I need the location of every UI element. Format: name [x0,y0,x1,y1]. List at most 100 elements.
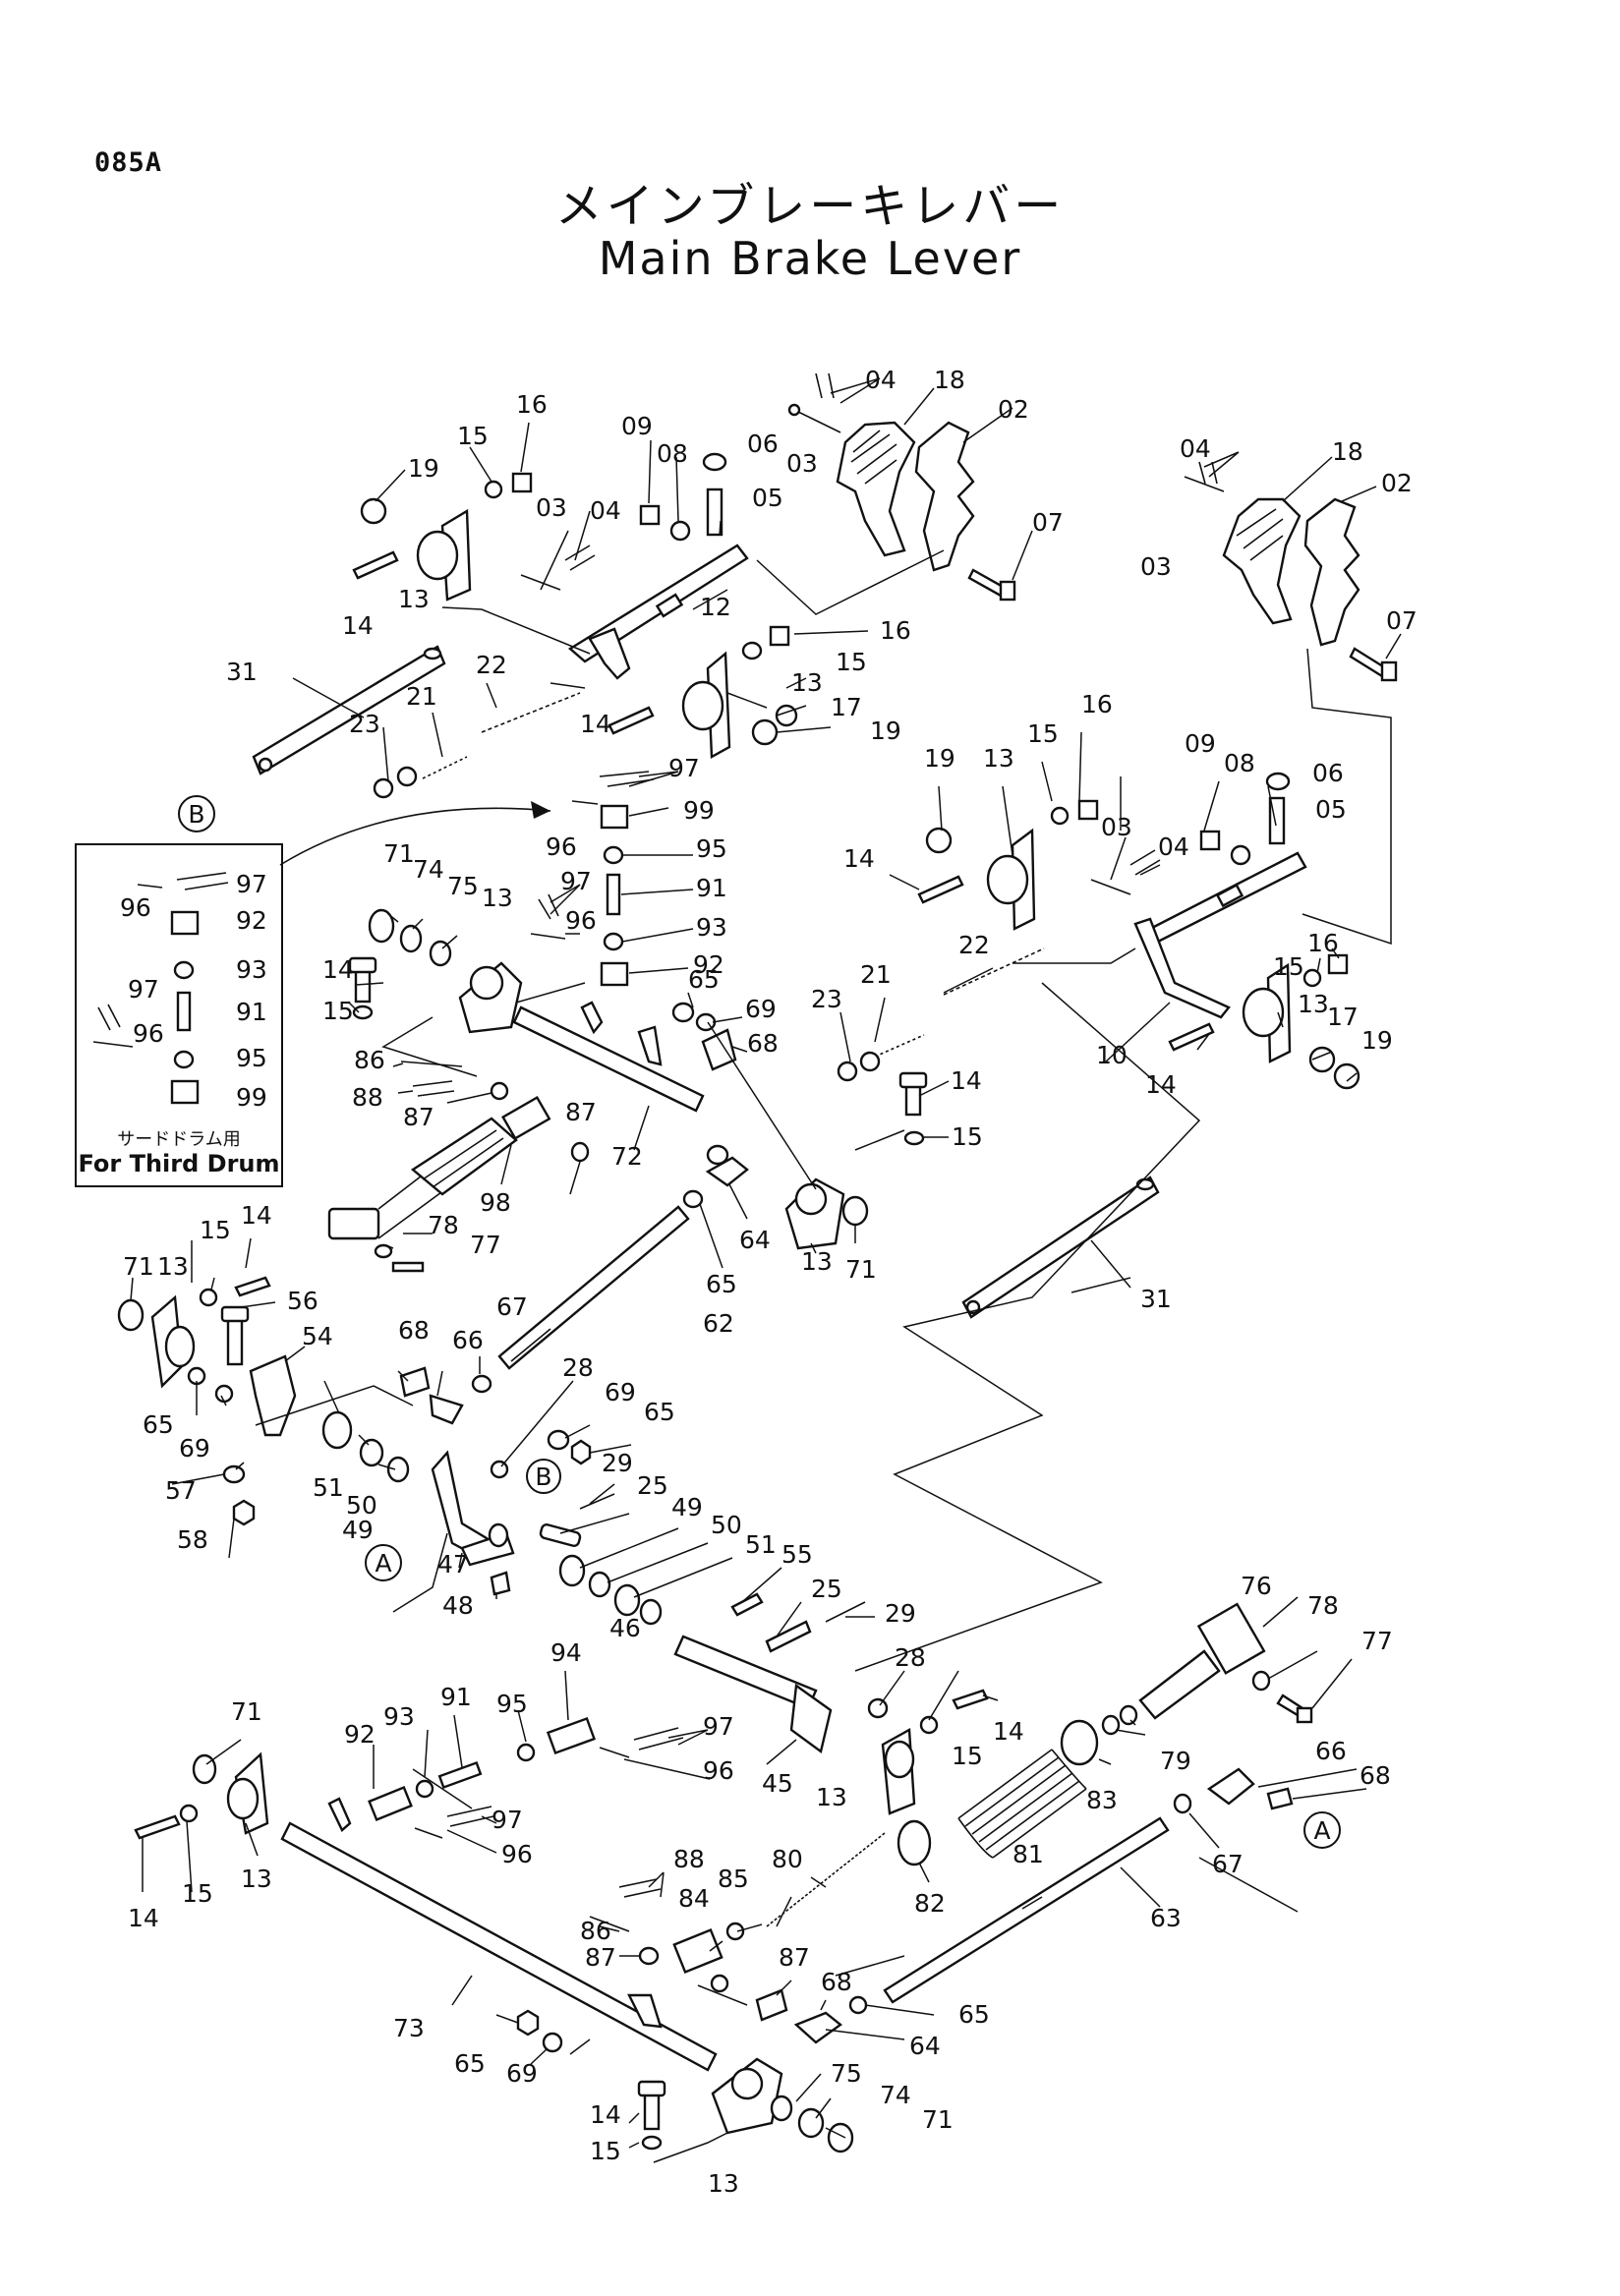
label-66: 66 [452,1326,484,1354]
inset-label-97: 97 [236,870,267,898]
label-86b: 86 [580,1917,611,1945]
label-95b: 95 [496,1690,528,1718]
label-22b: 22 [958,931,990,959]
label-09b: 09 [1185,729,1216,758]
label-23b: 23 [811,985,842,1013]
label-10: 10 [1096,1041,1128,1069]
snap-ring-part-19 [360,497,387,525]
label-71e: 71 [922,2105,954,2134]
label-83: 83 [1086,1786,1118,1814]
label-31b: 31 [1140,1285,1172,1313]
label-68d: 68 [821,1968,852,1996]
label-86: 86 [354,1046,385,1074]
label-79: 79 [1160,1747,1191,1775]
nut-part-67 [471,1374,492,1394]
label-04: 04 [865,366,897,394]
label-58: 58 [177,1525,208,1554]
label-99: 99 [683,796,715,825]
title-english: Main Brake Lever [598,232,1022,285]
label-87d: 87 [779,1943,810,1972]
label-08: 08 [657,439,688,468]
label-96d: 96 [501,1840,533,1868]
label-96: 96 [546,832,577,861]
label-49b: 49 [671,1493,703,1521]
label-55: 55 [781,1540,813,1569]
leader-lines [130,377,1402,2149]
link-rod-right-31 [961,1176,1160,1319]
label-74: 74 [413,855,444,884]
label-13e: 13 [482,884,513,912]
brake-pedal-part-18 [836,421,916,557]
shaft-part-73 [280,1821,718,2072]
label-21: 21 [406,682,437,711]
label-67: 67 [496,1292,528,1321]
label-19b: 19 [870,717,901,745]
pedal-tread-hatch [850,430,897,485]
nut-part-16 [511,472,533,493]
label-69: 69 [745,995,777,1023]
label-15j: 15 [590,2137,621,2165]
label-03c: 03 [1140,552,1172,581]
label-69b: 69 [179,1434,210,1463]
label-47: 47 [437,1550,469,1578]
label-91: 91 [696,874,727,902]
label-09: 09 [621,412,653,440]
bolt-part-56 [226,1313,244,1366]
inset-caption-english: For Third Drum [78,1150,280,1177]
label-57: 57 [165,1476,197,1505]
part-labels: 04 18 02 03 07 06 05 09 08 16 15 19 03 0… [120,366,1418,2198]
label-97d: 97 [492,1806,523,1834]
label-75: 75 [447,872,479,900]
label-56: 56 [287,1287,318,1315]
callout-a-left: A [365,1544,402,1581]
label-50b: 50 [711,1511,742,1539]
svg-text:A: A [1313,1816,1330,1845]
label-48: 48 [442,1591,474,1620]
label-92: 92 [693,950,724,979]
label-14b: 14 [580,710,611,738]
label-15b: 15 [836,648,867,676]
svg-text:A: A [375,1549,391,1578]
label-12: 12 [700,593,731,621]
label-07: 07 [1032,508,1064,537]
label-14c: 14 [843,844,875,873]
label-97c: 97 [703,1712,734,1741]
label-18: 18 [934,366,965,394]
spring-part-22 [481,692,581,733]
label-91b: 91 [440,1683,472,1711]
shaft-part-72 [512,1005,705,1113]
label-17b: 17 [1327,1003,1359,1031]
label-05b: 05 [1315,795,1347,824]
label-13: 13 [398,585,430,613]
pedal-bracket-part-02 [914,421,975,572]
callout-b-left: B [178,795,215,832]
label-15: 15 [457,422,489,450]
inset-label-99: 99 [236,1083,267,1112]
label-64: 64 [739,1226,771,1254]
callout-b-center: B [526,1459,561,1494]
clevis-part-76 [1196,1602,1266,1675]
label-65d: 65 [644,1398,675,1426]
label-13i: 13 [241,1865,272,1893]
label-46: 46 [609,1614,641,1642]
label-14h: 14 [241,1201,272,1230]
label-65e: 65 [958,2000,990,2029]
label-68c: 68 [1360,1761,1391,1790]
label-03d: 03 [1101,813,1132,841]
rod-part-62 [497,1205,690,1370]
bolt-part-05 [706,488,723,537]
label-82: 82 [914,1889,946,1918]
label-25b: 25 [811,1575,842,1603]
label-69c: 69 [605,1378,636,1406]
label-02: 02 [998,395,1029,424]
label-13h: 13 [816,1783,847,1811]
rod-part-63 [883,1816,1170,2004]
lever-part-47 [431,1450,489,1560]
label-96c: 96 [703,1756,734,1785]
label-75b: 75 [831,2059,862,2088]
label-68: 68 [747,1029,779,1058]
label-15g: 15 [200,1216,231,1244]
label-14j: 14 [128,1904,159,1932]
